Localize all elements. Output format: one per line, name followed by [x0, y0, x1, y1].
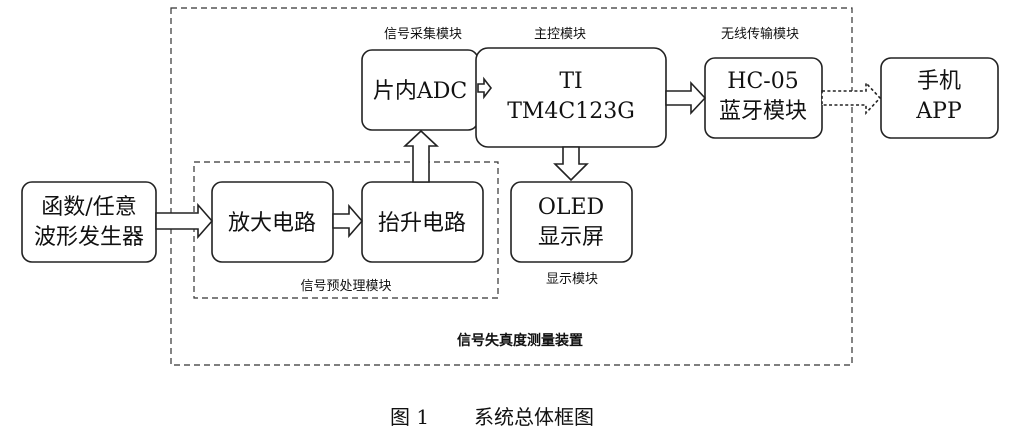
oled-label-line1: OLED	[538, 195, 604, 220]
lift-label: 抬升电路	[378, 211, 466, 236]
amplifier-label: 放大电路	[228, 211, 316, 236]
arrow-mcu-to-oled	[553, 146, 589, 182]
label-main-control-module: 主控模块	[534, 27, 586, 42]
figure-number: 图 1	[390, 405, 429, 429]
phone-label-line2: APP	[915, 99, 962, 124]
lift-block: 抬升电路	[361, 181, 484, 263]
device-frame	[170, 7, 853, 366]
arrow-adc-to-mcu	[477, 76, 493, 100]
generator-block: 函数/任意 波形发生器	[21, 181, 157, 263]
oled-label-line2: 显示屏	[538, 225, 604, 250]
mcu-label-line1: TI	[559, 69, 582, 94]
preprocess-frame	[193, 161, 499, 299]
arrow-mcu-to-bluetooth	[665, 80, 707, 116]
amplifier-block: 放大电路	[211, 181, 334, 263]
arrow-lift-to-adc	[402, 129, 440, 183]
phone-label-line1: 手机	[917, 69, 961, 94]
adc-label: 片内ADC	[373, 79, 467, 104]
label-wireless-module: 无线传输模块	[721, 26, 799, 42]
mcu-label-line2: TM4C123G	[507, 99, 635, 124]
arrow-amplifier-to-lift	[332, 203, 364, 239]
figure-title: 系统总体框图	[474, 405, 594, 429]
mcu-block: TI TM4C123G	[475, 47, 667, 148]
arrow-bluetooth-to-phone	[821, 80, 882, 116]
phone-block: 手机 APP	[880, 57, 999, 139]
arrow-generator-to-amplifier	[155, 202, 214, 240]
bluetooth-label-line1: HC-05	[727, 69, 798, 94]
label-display-module: 显示模块	[546, 272, 598, 287]
label-preprocess-module: 信号预处理模块	[300, 279, 391, 294]
oled-block: OLED 显示屏	[510, 181, 633, 263]
adc-block: 片内ADC	[361, 49, 479, 131]
generator-label-line1: 函数/任意	[41, 195, 136, 220]
generator-label-line2: 波形发生器	[34, 225, 144, 250]
label-acquisition-module: 信号采集模块	[384, 26, 462, 42]
bluetooth-block: HC-05 蓝牙模块	[704, 57, 823, 139]
label-device: 信号失真度测量装置	[457, 332, 583, 349]
bluetooth-label-line2: 蓝牙模块	[719, 99, 807, 124]
